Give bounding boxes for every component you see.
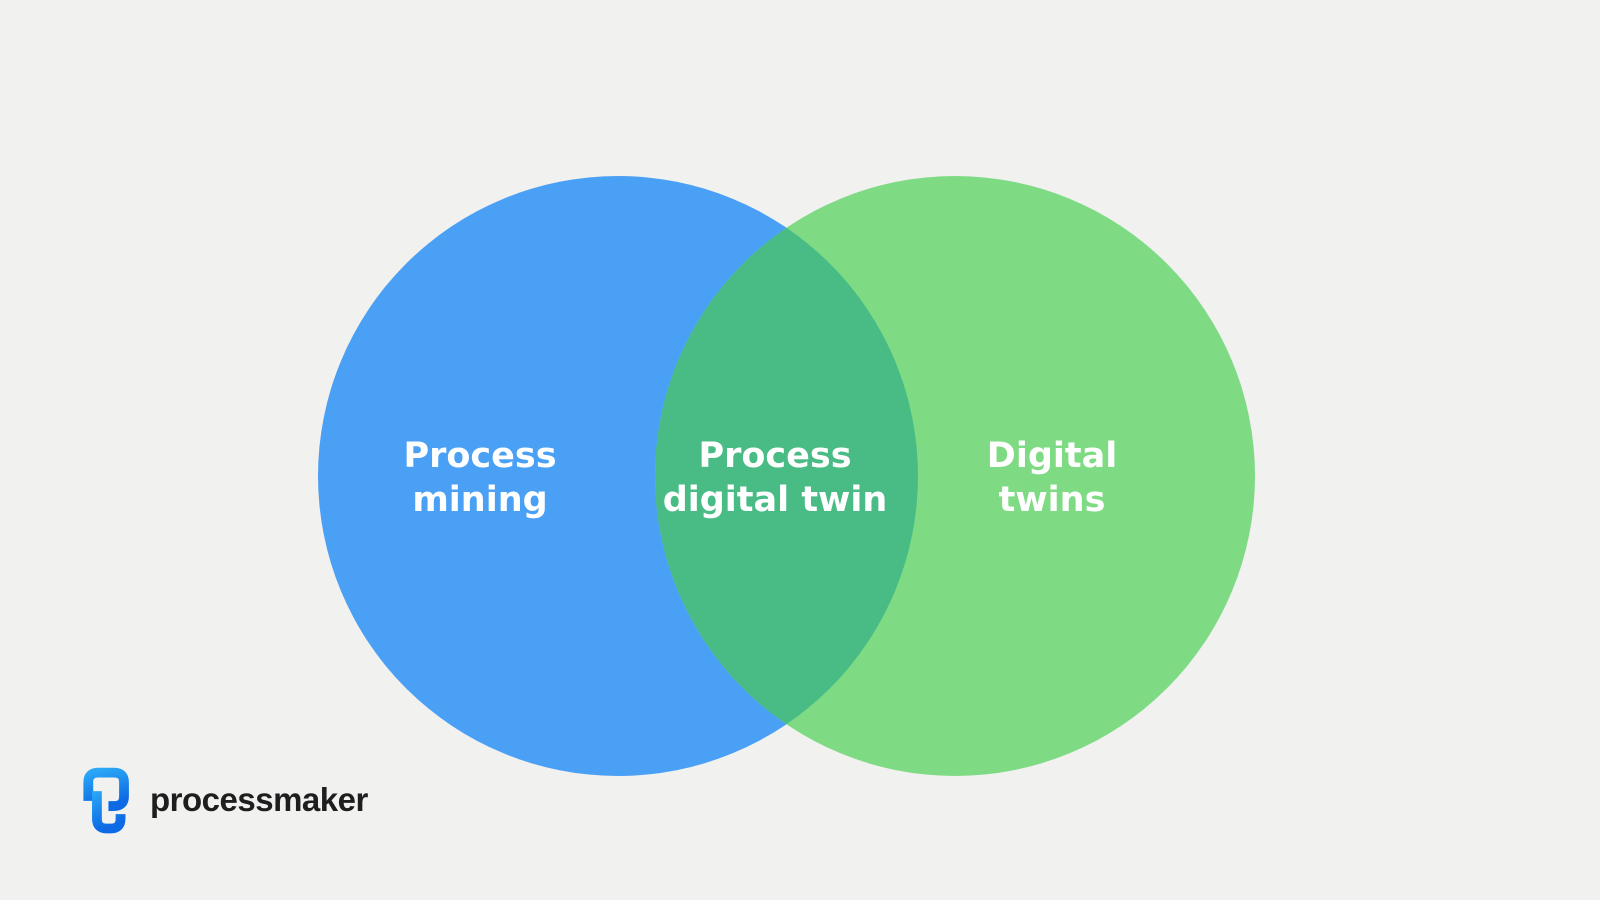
brand-logo: processmaker bbox=[76, 764, 368, 836]
right-circle-label: Digital twins bbox=[987, 434, 1117, 522]
logo-upper-ribbon bbox=[83, 767, 129, 811]
left-circle-label: Process mining bbox=[403, 434, 556, 522]
processmaker-wordmark: processmaker bbox=[150, 781, 368, 818]
right-circle-label-line1: Digital bbox=[986, 436, 1118, 476]
logo-lower-ribbon bbox=[92, 791, 126, 834]
left-circle-label-line2: mining bbox=[412, 480, 548, 520]
intersection-region-process-digital-twin bbox=[655, 176, 918, 776]
intersection-label-line1: Process bbox=[698, 436, 852, 476]
left-circle-label-line1: Process bbox=[403, 436, 557, 476]
intersection-label: Process digital twin bbox=[663, 434, 888, 522]
processmaker-logo-icon bbox=[83, 767, 129, 834]
right-circle-label-line2: twins bbox=[998, 480, 1106, 520]
intersection-label-line2: digital twin bbox=[662, 480, 888, 520]
